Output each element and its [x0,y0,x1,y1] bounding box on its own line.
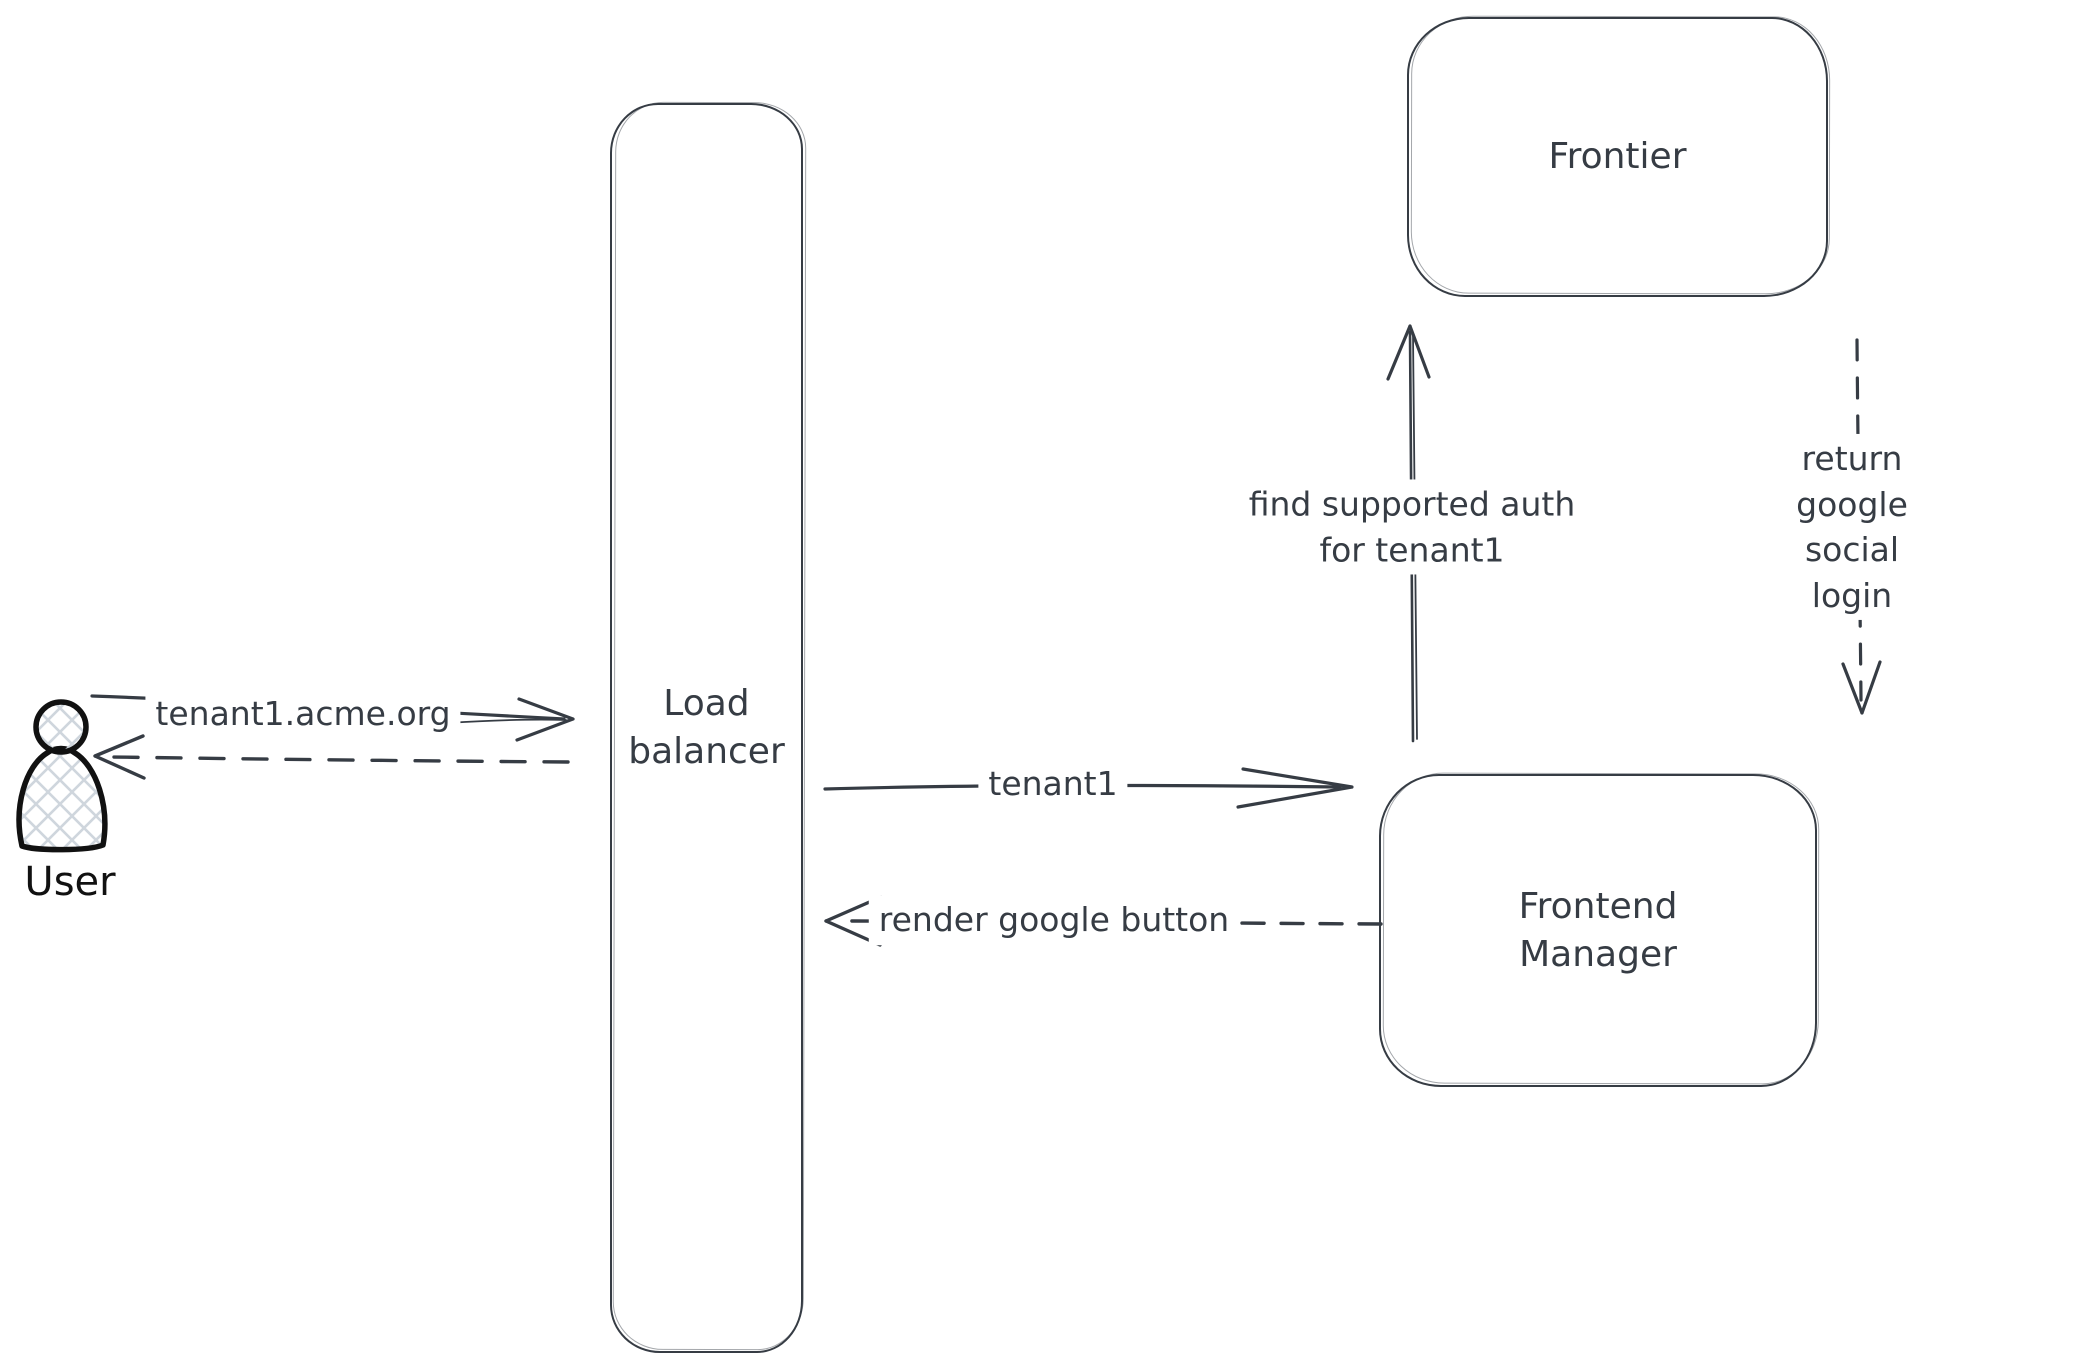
user-actor-label: User [24,859,116,905]
user-icon-body [16,745,108,853]
node-load-balancer-label: Load balancer [628,683,785,772]
arrow-label-tenant1: tenant1 [978,759,1128,809]
user-icon [16,699,108,853]
node-frontend-manager: Frontend Manager [1379,774,1817,1087]
node-frontend-manager-label: Frontend Manager [1518,885,1678,975]
node-load-balancer: Load balancer [610,103,803,1353]
node-frontier: Frontier [1407,17,1828,297]
arrow-load-balancer-to-user [93,734,570,780]
node-frontier-label: Frontier [1548,136,1687,178]
user-icon-head [33,699,89,755]
arrow-label-find-supported-auth: find supported auth for tenant1 [1238,479,1586,575]
arrow-label-return-google-social-login: return google social login [1736,433,1968,621]
arrow-frontier-to-frontend-manager [1841,338,1882,715]
arrow-label-tenant1-acme-org: tenant1.acme.org [145,689,461,739]
arrow-label-render-google-button: render google button [868,895,1240,945]
